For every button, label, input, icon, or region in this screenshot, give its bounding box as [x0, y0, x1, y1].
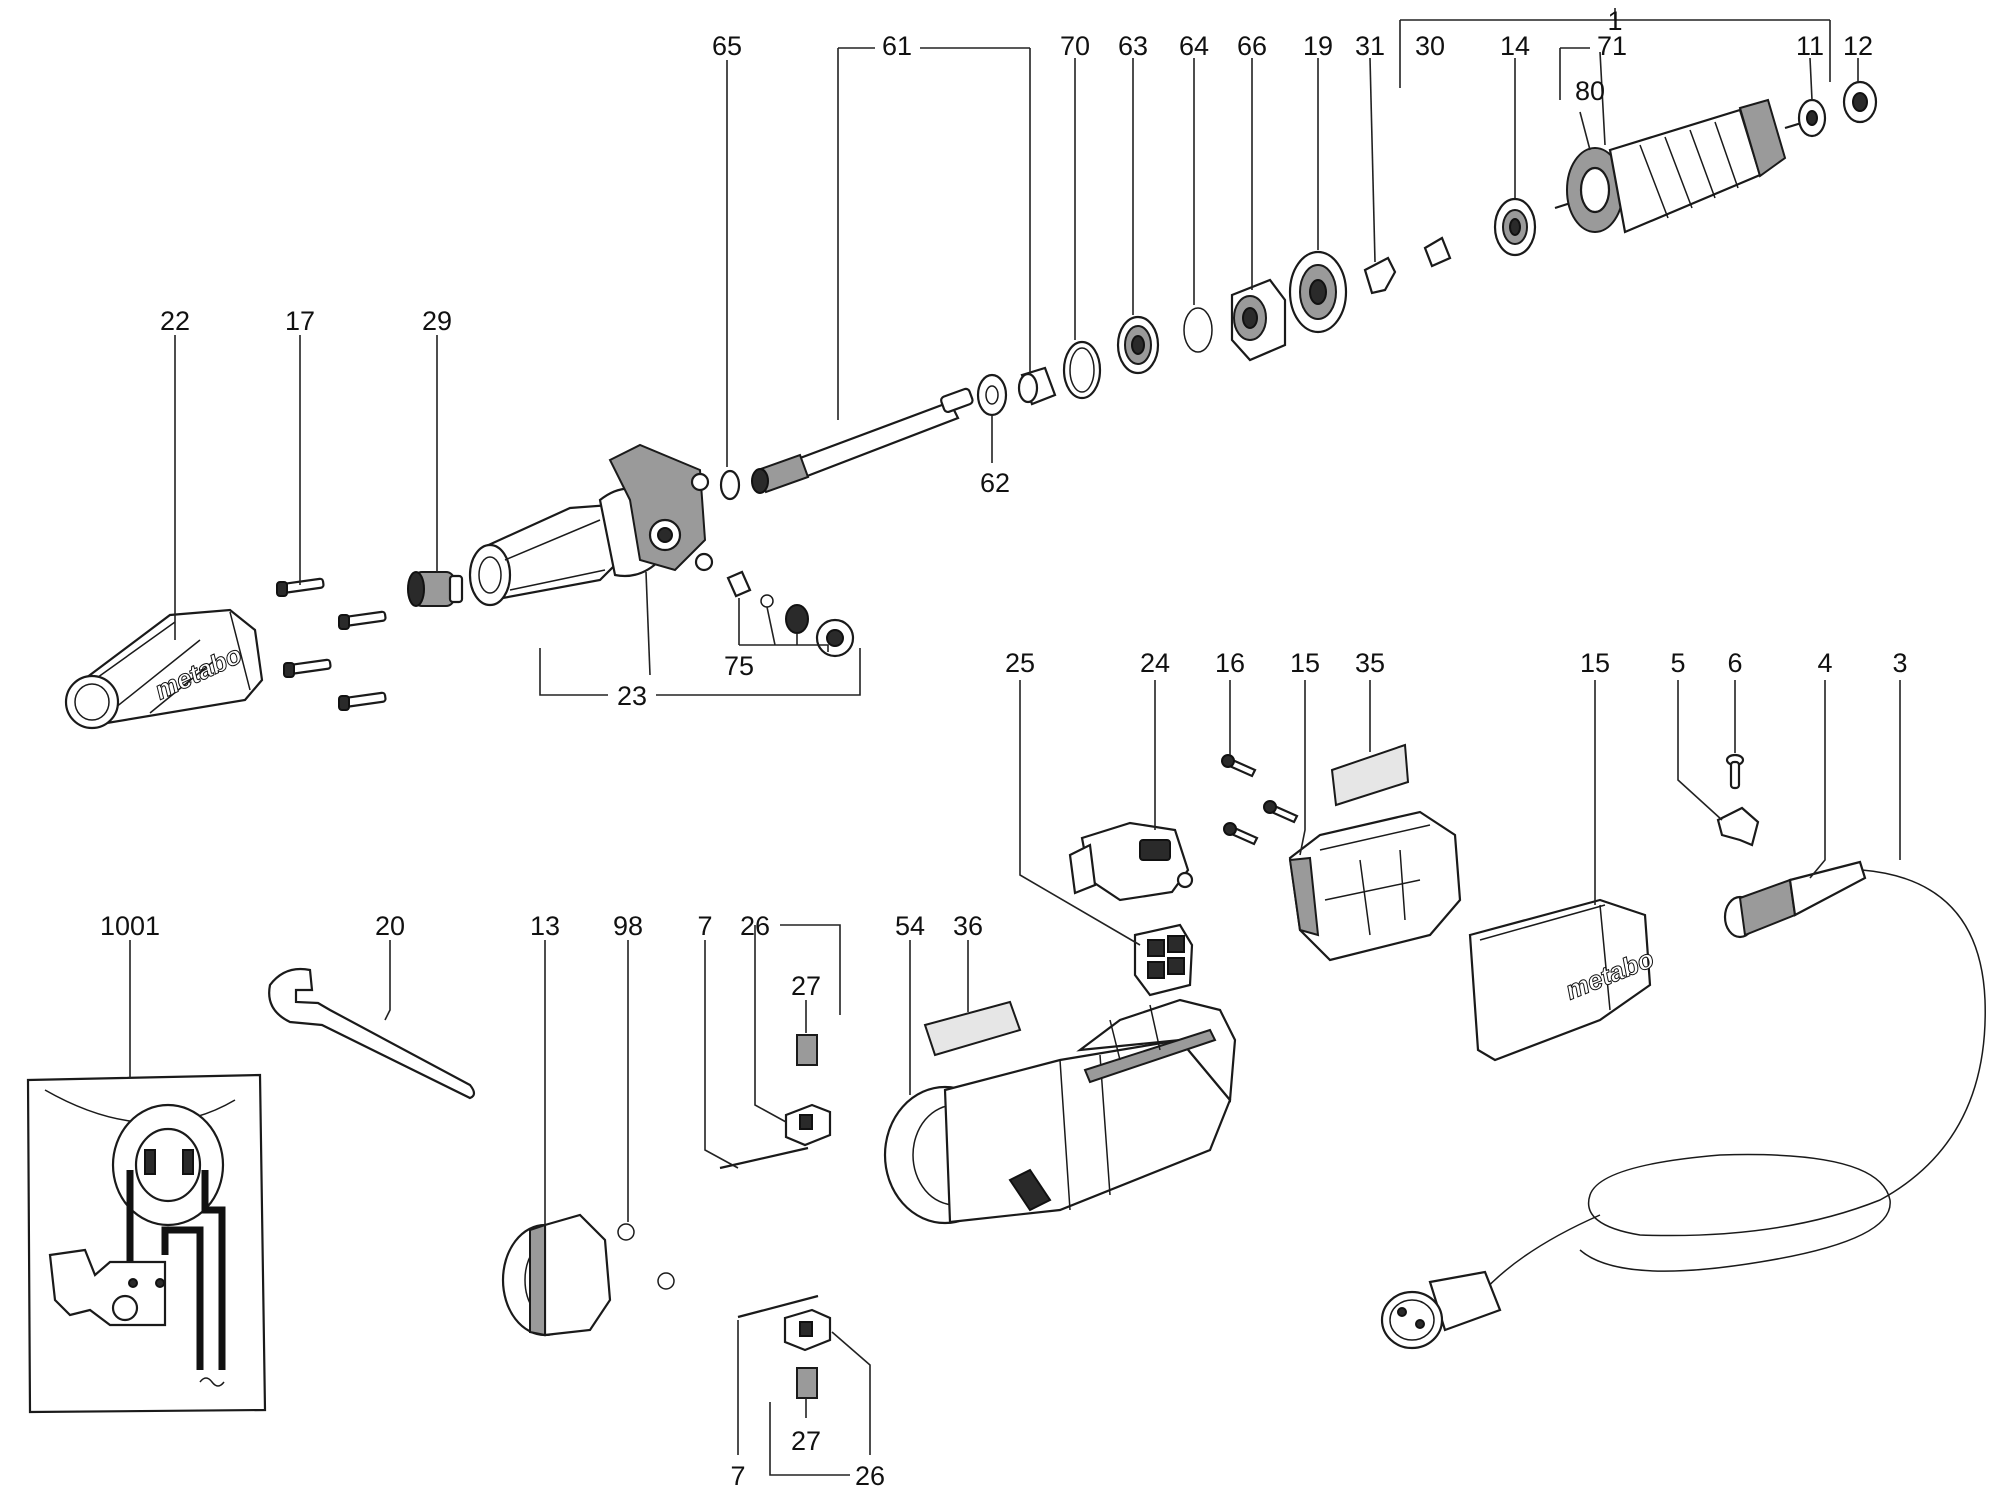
- part-62-spacer: [976, 373, 1008, 417]
- part-26-brush-holder-top: [784, 1103, 832, 1147]
- part-20-wrench: [268, 967, 476, 1100]
- label-98: 98: [613, 911, 643, 941]
- part-66-bearing-holder: [1230, 278, 1287, 362]
- label-5: 5: [1670, 648, 1685, 678]
- part-7-springs: [719, 1146, 819, 1319]
- part-15-cover-inner: [1288, 810, 1462, 962]
- label-65: 65: [712, 31, 742, 61]
- label-63: 63: [1118, 31, 1148, 61]
- part-64-circlip: [1183, 307, 1213, 353]
- label-24: 24: [1140, 648, 1170, 678]
- label-36: 36: [953, 911, 983, 941]
- label-70: 70: [1060, 31, 1090, 61]
- part-22-nose-cover: metabo: [64, 608, 264, 730]
- part-63-bearing: [1116, 315, 1160, 375]
- label-12: 12: [1843, 31, 1873, 61]
- part-65-ring: [719, 469, 741, 501]
- part-14-bearing: [1493, 197, 1537, 257]
- label-11: 11: [1796, 31, 1824, 61]
- label-14: 14: [1500, 31, 1530, 61]
- label-23: 23: [617, 681, 647, 711]
- part-61-sleeve: [1017, 366, 1057, 406]
- part-35-label: [1330, 743, 1410, 807]
- label-25: 25: [1005, 648, 1035, 678]
- part-19-fan-baffle: [1288, 250, 1348, 334]
- part-31-clip: [1363, 256, 1397, 295]
- label-54: 54: [895, 911, 925, 941]
- part-75-small-parts: [726, 570, 855, 658]
- part-5-clamp: [1716, 806, 1760, 847]
- label-26-top: 26: [740, 911, 770, 941]
- label-22: 22: [160, 306, 190, 336]
- label-66: 66: [1237, 31, 1267, 61]
- label-61: 61: [882, 31, 912, 61]
- label-64: 64: [1179, 31, 1209, 61]
- label-1001: 1001: [100, 911, 160, 941]
- label-6: 6: [1727, 648, 1742, 678]
- label-19: 19: [1303, 31, 1333, 61]
- part-16-screws: [1221, 754, 1299, 846]
- part-number-labels: 1 65 61 70 63 64 66 19 31 30 14 71 80 11…: [100, 6, 1908, 1491]
- part-25-electronics: [1133, 923, 1194, 997]
- label-31: 31: [1355, 31, 1385, 61]
- part-36-label: [923, 1000, 1022, 1057]
- part-71-armature: [1554, 98, 1809, 234]
- part-13-end-ring: [501, 1213, 612, 1337]
- label-7-bottom: 7: [730, 1461, 745, 1491]
- label-27-bottom: 27: [791, 1426, 821, 1456]
- part-27-brush-bottom: [796, 1367, 818, 1399]
- part-61-spindle: [751, 387, 974, 494]
- label-7-top: 7: [697, 911, 712, 941]
- label-29: 29: [422, 306, 452, 336]
- label-26-bottom: 26: [855, 1461, 885, 1491]
- part-15-cover-outer: metabo: [1468, 898, 1659, 1062]
- part-12-cap: [1842, 80, 1878, 124]
- label-20: 20: [375, 911, 405, 941]
- label-71: 71: [1597, 31, 1627, 61]
- label-1: 1: [1607, 6, 1622, 36]
- part-70-washer: [1062, 340, 1102, 400]
- label-30: 30: [1415, 31, 1445, 61]
- label-80: 80: [1575, 76, 1605, 106]
- part-23-gear-housing: [468, 443, 714, 607]
- label-15-right: 15: [1580, 648, 1610, 678]
- part-54-motor-housing: [883, 998, 1237, 1225]
- part-3-4-cable: [1380, 860, 1986, 1350]
- part-29-collet-nut: [407, 571, 464, 607]
- part-6-screw: [1725, 753, 1745, 790]
- part-27-brush-top: [796, 1034, 818, 1066]
- part-98-rings: [617, 1223, 675, 1290]
- part-1001-wiring-diagram: [26, 1073, 267, 1414]
- part-17-screws: [276, 577, 387, 711]
- label-27-top: 27: [791, 971, 821, 1001]
- label-13: 13: [530, 911, 560, 941]
- part-11-bearing: [1797, 98, 1827, 138]
- label-17: 17: [285, 306, 315, 336]
- leader-lines: [129, 8, 1901, 1476]
- label-15-left: 15: [1290, 648, 1320, 678]
- label-3: 3: [1892, 648, 1907, 678]
- label-75: 75: [724, 651, 754, 681]
- label-35: 35: [1355, 648, 1385, 678]
- label-16: 16: [1215, 648, 1245, 678]
- part-30-clip: [1423, 236, 1452, 268]
- label-4: 4: [1817, 648, 1832, 678]
- label-62: 62: [980, 468, 1010, 498]
- part-26-brush-holder-bottom: [783, 1308, 832, 1352]
- part-24-switch: [1068, 821, 1194, 902]
